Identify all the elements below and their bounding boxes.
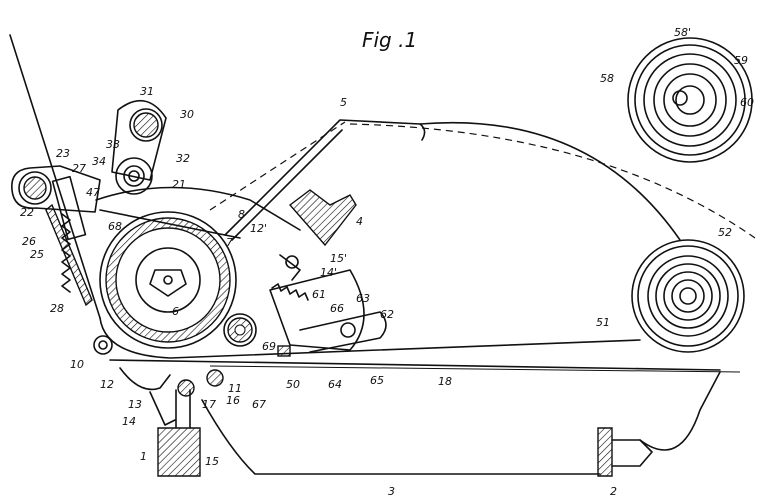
label-34: 34	[92, 155, 106, 168]
label-69: 69	[262, 340, 276, 353]
label-18: 18	[438, 375, 452, 388]
label-1: 1	[140, 450, 147, 463]
label-59: 59	[734, 54, 748, 67]
web-path	[99, 317, 641, 359]
label-28: 28	[50, 302, 64, 315]
roller-16	[206, 369, 224, 387]
roller-10-core	[98, 340, 108, 350]
label-32: 32	[176, 152, 190, 165]
roller-17	[177, 379, 195, 397]
label-14p: 14'	[320, 266, 337, 279]
label-16: 16	[226, 394, 240, 407]
label-11: 11	[228, 382, 242, 395]
label-63: 63	[356, 292, 370, 305]
label-52: 52	[718, 226, 732, 239]
label-61: 61	[312, 288, 326, 301]
label-50: 50	[286, 378, 300, 391]
lever-23	[11, 165, 101, 241]
reel-58	[627, 37, 753, 163]
label-5: 5	[340, 96, 347, 109]
label-27: 27	[72, 162, 86, 175]
label-8: 8	[238, 208, 245, 221]
label-17: 17	[202, 398, 216, 411]
label-21: 21	[172, 178, 186, 191]
clamp-2-body	[611, 439, 653, 467]
label-60: 60	[740, 96, 754, 109]
lever-mechanism	[269, 254, 387, 357]
label-6: 6	[172, 305, 179, 318]
label-66: 66	[330, 302, 344, 315]
label-58p: 58'	[674, 26, 691, 39]
base-1	[157, 427, 201, 477]
web-strand	[9, 34, 101, 319]
label-15p: 15'	[330, 252, 347, 265]
roller-10	[93, 335, 113, 355]
label-64: 64	[328, 378, 342, 391]
label-14: 14	[122, 415, 136, 428]
label-68: 68	[108, 220, 122, 233]
hood-5	[209, 119, 756, 241]
label-30: 30	[180, 108, 194, 121]
housing-68	[99, 209, 241, 239]
clamp-2	[597, 427, 613, 477]
part-13	[149, 391, 176, 426]
label-23: 23	[56, 147, 70, 160]
label-31: 31	[140, 85, 154, 98]
label-13: 13	[128, 398, 142, 411]
label-15: 15	[205, 455, 219, 468]
reel-51	[631, 239, 745, 353]
label-10: 10	[70, 358, 84, 371]
label-26: 26	[22, 235, 36, 248]
label-12: 12	[100, 378, 114, 391]
plate-18	[209, 365, 741, 373]
bracket-4	[288, 189, 357, 247]
label-4: 4	[356, 215, 363, 228]
frame-3	[201, 399, 601, 475]
label-65: 65	[370, 374, 384, 387]
web-path-lower	[109, 359, 721, 371]
guide-26	[45, 203, 93, 307]
label-7: 7	[226, 236, 233, 249]
housing-21	[95, 186, 301, 231]
roller-11	[223, 313, 257, 347]
label-3: 3	[388, 485, 395, 498]
frame-link	[639, 371, 721, 451]
label-25: 25	[30, 248, 44, 261]
label-33: 33	[106, 138, 120, 151]
arm-30	[111, 100, 167, 195]
part-12	[119, 367, 171, 391]
label-22: 22	[20, 206, 34, 219]
label-51: 51	[596, 316, 610, 329]
label-47: 47	[86, 186, 100, 199]
label-12p: 12'	[250, 222, 267, 235]
stand-15	[175, 389, 191, 429]
label-2: 2	[610, 485, 617, 498]
label-62: 62	[380, 308, 394, 321]
label-67: 67	[252, 398, 266, 411]
figure-title: Fig .1	[362, 28, 417, 52]
main-drum	[99, 211, 237, 349]
label-58: 58	[600, 72, 614, 85]
